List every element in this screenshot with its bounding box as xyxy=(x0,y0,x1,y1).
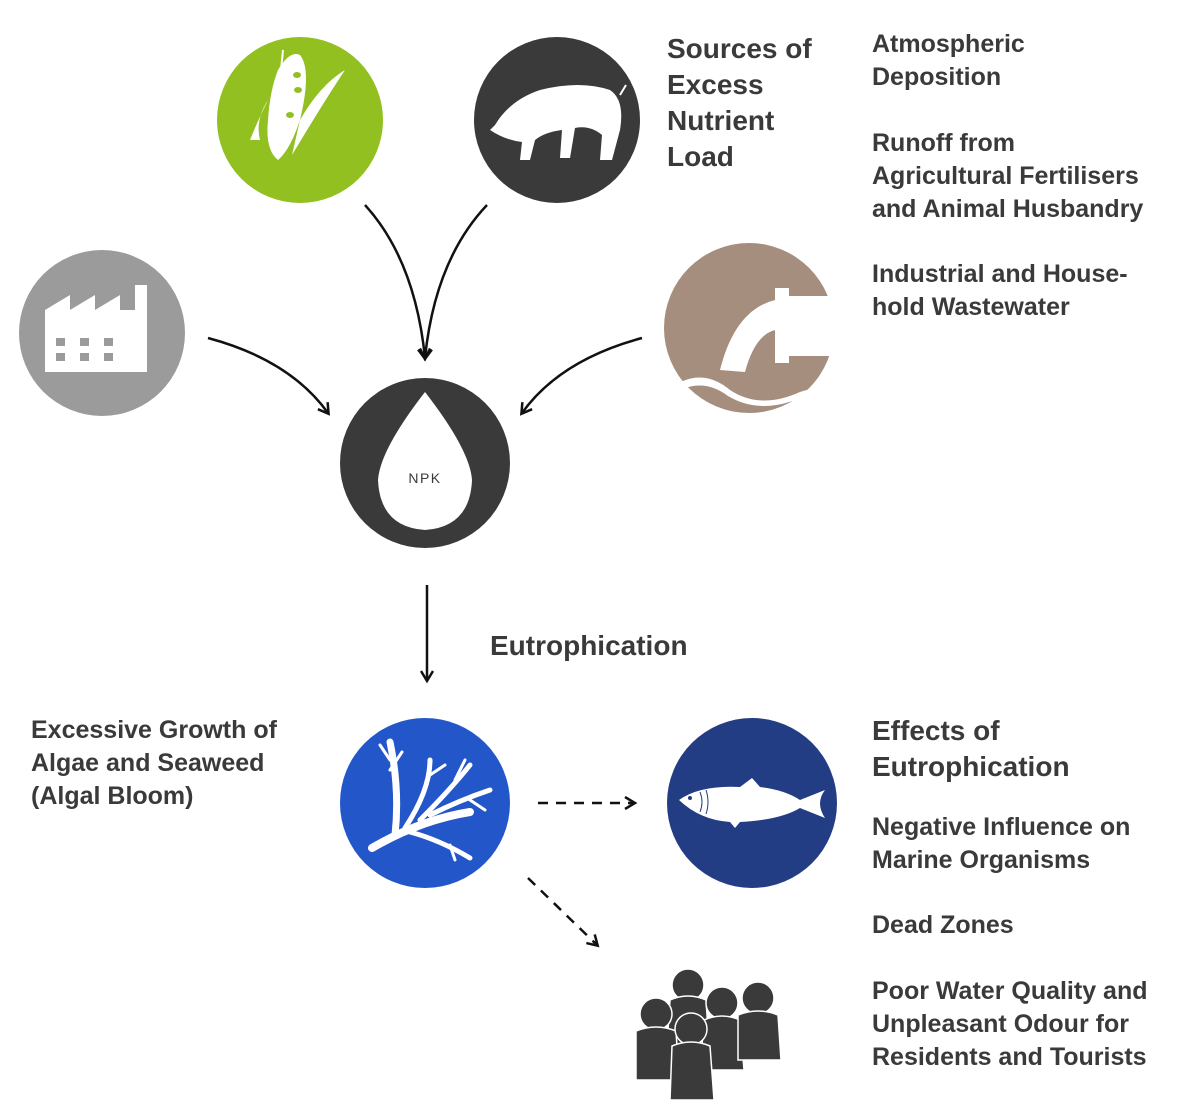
sources-heading: Sources of Excess Nutrient Load xyxy=(667,31,812,175)
npk-nutrient-drop-icon: NPK xyxy=(340,378,510,548)
heading-line: Load xyxy=(667,141,734,172)
text-line: (Algal Bloom) xyxy=(31,782,194,810)
effect-marine-organisms: Negative Influence on Marine Organisms xyxy=(872,811,1130,877)
dashed-arrow-algae-to-people xyxy=(527,877,597,945)
heading-line: Excess xyxy=(667,69,764,100)
text-line: Industrial and House- xyxy=(872,260,1128,288)
text-line: Runoff from xyxy=(872,129,1016,157)
text-line: Negative Influence on xyxy=(872,813,1131,841)
npk-label: NPK xyxy=(408,470,441,486)
wastewater-pipe-icon xyxy=(664,243,834,413)
text-line: Agricultural Fertilisers xyxy=(872,162,1139,190)
arrow-pig-to-npk xyxy=(425,204,488,358)
arrow-corn-to-npk xyxy=(364,204,425,358)
text-line: and Animal Husbandry xyxy=(872,195,1144,223)
heading-line: Nutrient xyxy=(667,105,775,136)
text-line: Residents and Tourists xyxy=(872,1043,1147,1071)
factory-icon xyxy=(19,250,185,416)
effect-water-quality: Poor Water Quality and Unpleasant Odour … xyxy=(872,975,1148,1074)
algae-seaweed-icon xyxy=(340,718,510,888)
source-agricultural-runoff: Runoff from Agricultural Fertilisers and… xyxy=(872,127,1143,226)
text-line: hold Wastewater xyxy=(872,293,1070,321)
heading-line: Effects of xyxy=(872,715,1000,746)
heading-line: Sources of xyxy=(667,33,812,64)
text-line: Deposition xyxy=(872,63,1002,91)
effects-heading: Effects of Eutrophication xyxy=(872,713,1070,785)
effect-dead-zones: Dead Zones xyxy=(872,909,1014,942)
text-line: Marine Organisms xyxy=(872,846,1091,874)
source-wastewater: Industrial and House- hold Wastewater xyxy=(872,258,1128,324)
eutrophication-label: Eutrophication xyxy=(490,630,688,661)
heading-line: Eutrophication xyxy=(872,751,1070,782)
source-atmospheric-deposition: Atmospheric Deposition xyxy=(872,28,1025,94)
text-line: Excessive Growth of xyxy=(31,716,277,744)
arrow-wastewater-to-npk xyxy=(522,336,643,413)
text-line: Dead Zones xyxy=(872,911,1014,939)
pig-icon xyxy=(474,37,640,203)
text-line: Unpleasant Odour for xyxy=(872,1010,1129,1038)
text-line: Poor Water Quality and xyxy=(872,977,1148,1005)
corn-icon xyxy=(217,37,383,203)
fish-icon xyxy=(667,718,837,888)
text-line: Atmospheric xyxy=(872,30,1025,58)
arrow-factory-to-npk xyxy=(207,336,328,413)
text-line: Algae and Seaweed xyxy=(31,749,265,777)
algal-bloom-label: Excessive Growth of Algae and Seaweed (A… xyxy=(31,714,277,813)
people-group-icon xyxy=(635,968,782,1101)
